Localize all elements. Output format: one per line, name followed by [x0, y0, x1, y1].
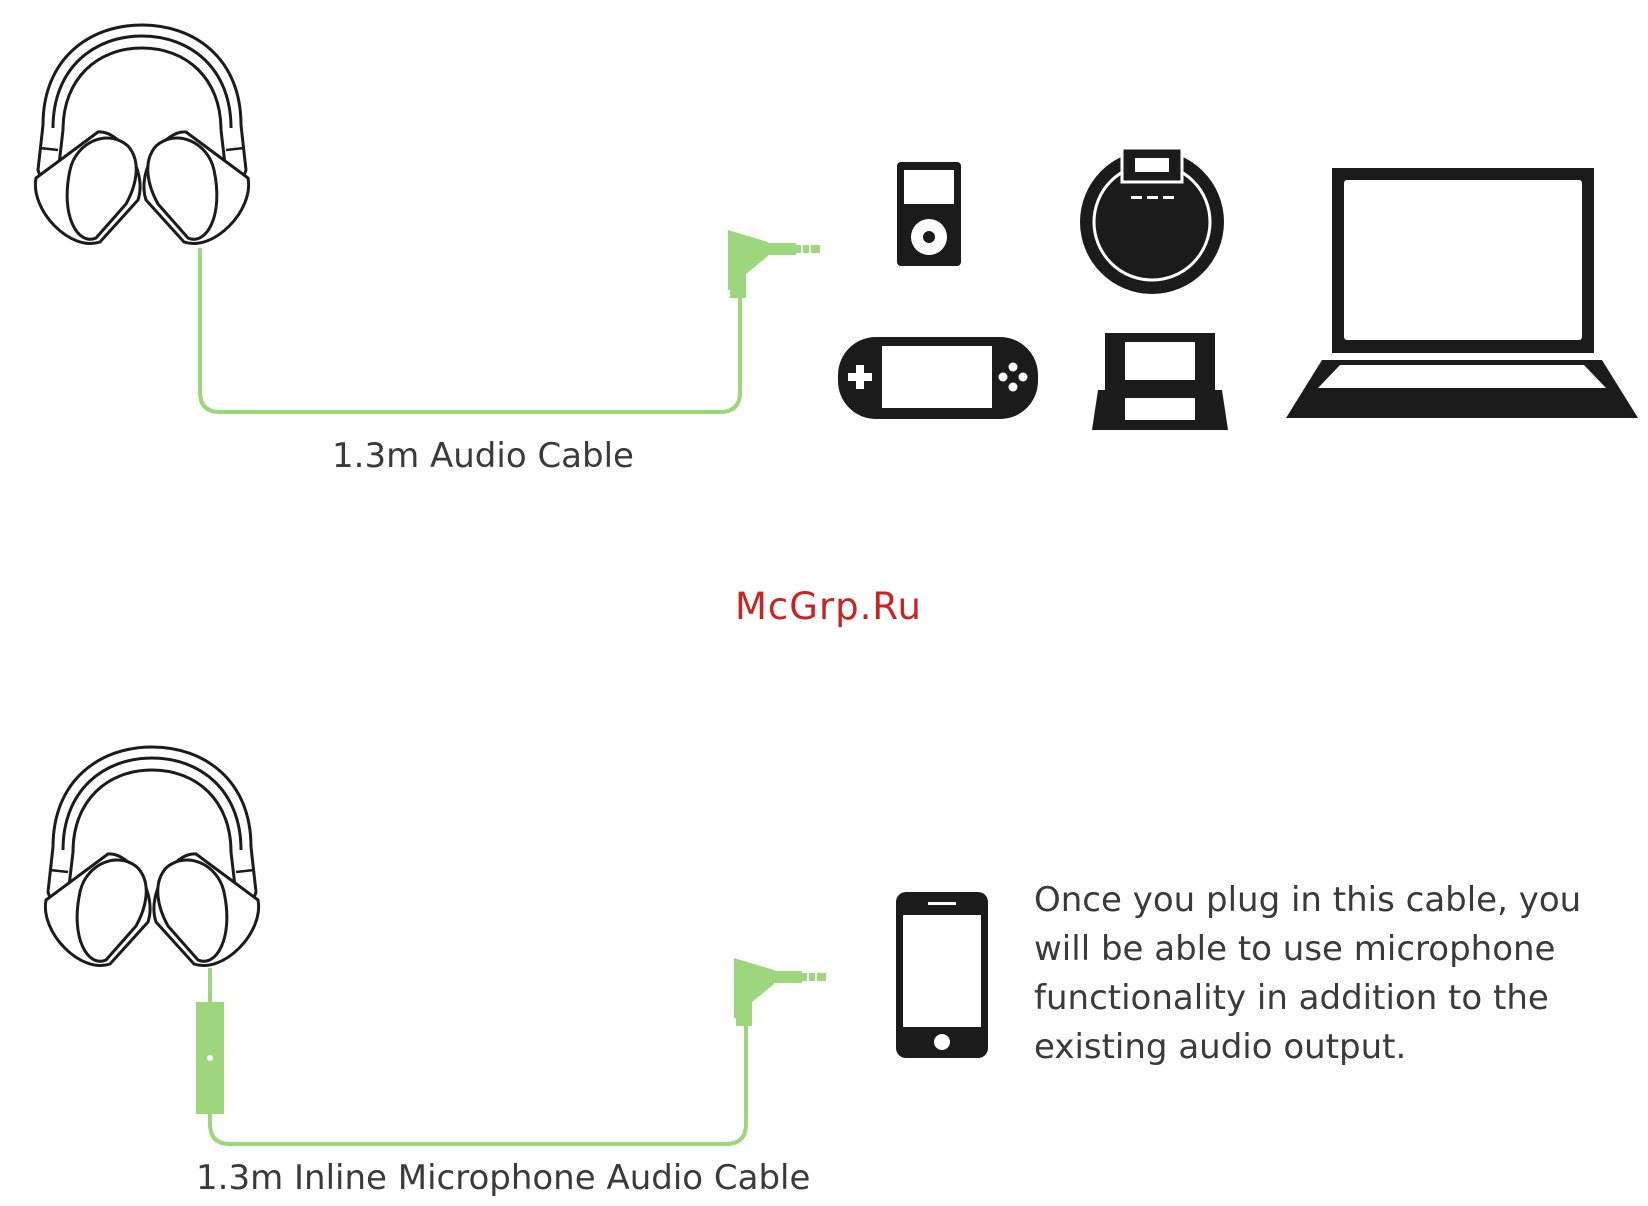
- description-line: will be able to use microphone: [1034, 925, 1614, 974]
- description-line: existing audio output.: [1034, 1023, 1614, 1072]
- speaker-dock-icon: [1080, 148, 1224, 294]
- smartphone-icon: [896, 892, 988, 1058]
- media-player-icon: [897, 162, 961, 266]
- audio-jack-bottom: [734, 958, 826, 1026]
- laptop-icon: [1286, 168, 1638, 418]
- description-line: Once you plug in this cable, you: [1034, 876, 1614, 925]
- mic-cable-bottom: [210, 1020, 746, 1144]
- mic-cable-label: 1.3m Inline Microphone Audio Cable: [196, 1158, 810, 1198]
- microphone-description: Once you plug in this cable, you will be…: [1034, 876, 1614, 1072]
- headphones-top: [35, 25, 248, 244]
- portable-console-icon: [1092, 333, 1228, 430]
- audio-cable-label: 1.3m Audio Cable: [332, 436, 634, 476]
- description-line: functionality in addition to the: [1034, 974, 1614, 1023]
- audio-cable-top: [200, 248, 740, 412]
- handheld-console-icon: [838, 337, 1038, 419]
- audio-jack-top: [728, 230, 820, 298]
- headphones-bottom: [45, 747, 258, 966]
- watermark: McGrp.Ru: [735, 585, 922, 628]
- remote-button: [207, 1055, 213, 1061]
